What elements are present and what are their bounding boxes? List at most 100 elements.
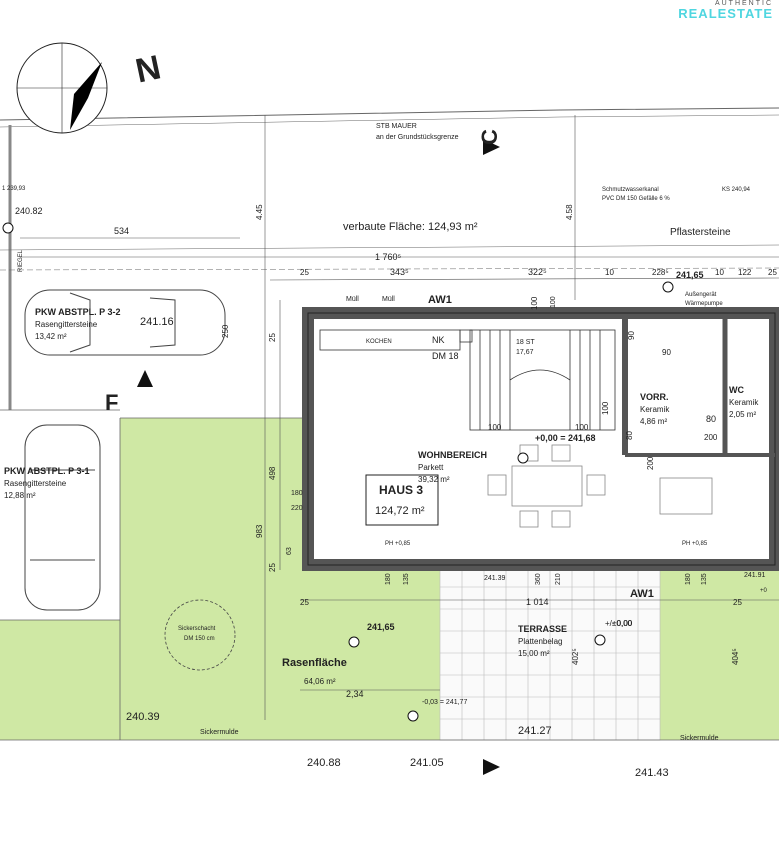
level-241-91: 241.91 bbox=[744, 572, 766, 579]
room-vorr-name: VORR. bbox=[640, 392, 669, 402]
level-241-16: 241.16 bbox=[140, 316, 174, 328]
level-plusminus: ±0,00 bbox=[612, 619, 633, 628]
sickerschacht bbox=[164, 599, 236, 671]
riegel-label: RIEGEL bbox=[18, 249, 24, 272]
room-vorr-area: 4,86 m² bbox=[640, 417, 667, 426]
room-terrasse-name: TERRASSE bbox=[518, 624, 567, 634]
dim-10-b: 10 bbox=[715, 268, 724, 277]
dim-100-a: 100 bbox=[488, 423, 502, 432]
level-240-82: 240.82 bbox=[15, 206, 43, 216]
muell-label-2: Müll bbox=[382, 296, 395, 303]
dim-63: 63 bbox=[286, 547, 293, 555]
section-c-label: C bbox=[477, 129, 502, 145]
kochen-label: KOCHEN bbox=[366, 339, 392, 345]
dim-250: 250 bbox=[221, 324, 230, 338]
level-240-39: 240.39 bbox=[126, 711, 160, 723]
dim-180-c: 180 bbox=[685, 573, 692, 585]
muell-label-1: Müll bbox=[346, 296, 359, 303]
dim-90-b: 90 bbox=[662, 348, 671, 357]
pm-label: +/- 0,00 bbox=[605, 619, 633, 628]
pflastersteine-label: Pflastersteine bbox=[670, 227, 731, 238]
level-markers bbox=[2, 222, 674, 722]
section-marker-c-bottom-icon bbox=[483, 759, 500, 775]
room-p3-2-sub: Rasengittersteine bbox=[35, 320, 98, 329]
room-wohn-area: 39,32 m² bbox=[418, 475, 450, 484]
dim-25-d: 25 bbox=[268, 563, 277, 572]
ks-label: KS 240,94 bbox=[722, 187, 751, 193]
level-241-05: 241.05 bbox=[410, 757, 444, 769]
dim-122: 122 bbox=[738, 268, 752, 277]
room-p3-1-name: PKW ABSTPL. P 3-1 bbox=[4, 466, 90, 476]
level-240-88: 240.88 bbox=[307, 757, 341, 769]
dim-200-a: 200 bbox=[704, 433, 718, 442]
level-239-93: 1 239,93 bbox=[2, 186, 26, 192]
north-label: N bbox=[132, 48, 164, 90]
level-241-65-garden: 241,65 bbox=[367, 622, 395, 632]
aw1-label-1: AW1 bbox=[428, 294, 452, 306]
room-rasen-area: 64,06 m² bbox=[304, 677, 336, 686]
brand-logo: AUTHENTIC REALESTATE bbox=[678, 0, 773, 20]
dim-100-b: 100 bbox=[575, 423, 589, 432]
stb-mauer-label: STB MAUER bbox=[376, 123, 417, 130]
kitchen-counter bbox=[319, 329, 473, 351]
dim-498: 498 bbox=[268, 466, 277, 480]
aussen-label-1: Außengerät bbox=[685, 292, 717, 298]
dim-402: 402⁵ bbox=[571, 648, 580, 665]
dim-1760: 1 760⁵ bbox=[375, 252, 402, 262]
dim-360: 360 bbox=[535, 573, 542, 585]
building-walls bbox=[302, 307, 779, 571]
room-rasen-name: Rasenfläche bbox=[282, 657, 347, 669]
dim-200-b: 200 bbox=[646, 456, 655, 470]
sickerschacht-label-1: Sickerschacht bbox=[178, 626, 216, 632]
stair-count: 18 ST bbox=[516, 339, 535, 346]
dm18-label: DM 18 bbox=[432, 351, 459, 361]
schmutz-label-1: Schmutzwasserkanal bbox=[602, 187, 659, 193]
dim-135-a: 135 bbox=[403, 573, 410, 585]
dim-100-e: 100 bbox=[550, 296, 557, 308]
dim-343: 343⁵ bbox=[390, 267, 409, 277]
section-marker-c-top-icon bbox=[483, 139, 500, 155]
dim-445: 4.45 bbox=[255, 204, 264, 220]
dim-220: 220 bbox=[291, 505, 303, 512]
aw1-label-2: AW1 bbox=[630, 588, 654, 600]
sickermulde-label-1: Sickermulde bbox=[200, 729, 239, 736]
north-arrow-icon bbox=[16, 42, 108, 134]
aussen-label-2: Wärmepumpe bbox=[685, 301, 723, 307]
room-wc-name: WC bbox=[729, 385, 744, 395]
room-wohn-name: WOHNBEREICH bbox=[418, 450, 487, 460]
dim-180-a: 180 bbox=[291, 490, 303, 497]
room-p3-1-area: 12,88 m² bbox=[4, 491, 36, 500]
dim-180-b: 180 bbox=[385, 573, 392, 585]
level-ffb: +0,00 = 241,68 bbox=[535, 433, 596, 443]
dim-234: 2,34 bbox=[346, 689, 364, 699]
dim-135-b: 135 bbox=[701, 573, 708, 585]
room-terrasse-sub: Plattenbelag bbox=[518, 637, 562, 646]
dim-228: 228⁵ bbox=[652, 268, 669, 277]
car-p3-2 bbox=[24, 289, 226, 356]
dim-80-b: 80 bbox=[625, 431, 634, 440]
dim-90-a: 90 bbox=[627, 331, 636, 340]
dim-25-a: 25 bbox=[300, 268, 309, 277]
section-marker-f-icon bbox=[137, 370, 153, 387]
dim-100-c: 100 bbox=[530, 296, 539, 310]
stair-rise: 17,67 bbox=[516, 349, 534, 356]
ph-label-1: PH +0,85 bbox=[385, 541, 411, 547]
level-241-43: 241.43 bbox=[635, 767, 669, 779]
car-p3-1 bbox=[24, 424, 101, 611]
haus-title: HAUS 3 bbox=[379, 483, 423, 497]
room-wohn-sub: Parkett bbox=[418, 463, 444, 472]
dimension-lines bbox=[20, 115, 779, 720]
terrace-paving bbox=[439, 564, 661, 741]
dim-458: 4.58 bbox=[565, 204, 574, 220]
room-p3-2-name: PKW ABSTPL. P 3-2 bbox=[35, 307, 121, 317]
dim-80-a: 80 bbox=[706, 414, 716, 424]
sickermulde-label-2: Sickermulde bbox=[680, 735, 719, 742]
room-wc-area: 2,05 m² bbox=[729, 410, 756, 419]
dim-404: 404⁵ bbox=[731, 648, 740, 665]
verbaute-flaeche: verbaute Fläche: 124,93 m² bbox=[343, 221, 478, 233]
house-label-box bbox=[365, 474, 439, 526]
level-plus-0: +0 bbox=[760, 588, 768, 594]
ph-label-2: PH +0,85 bbox=[682, 541, 708, 547]
room-p3-2-area: 13,42 m² bbox=[35, 332, 67, 341]
